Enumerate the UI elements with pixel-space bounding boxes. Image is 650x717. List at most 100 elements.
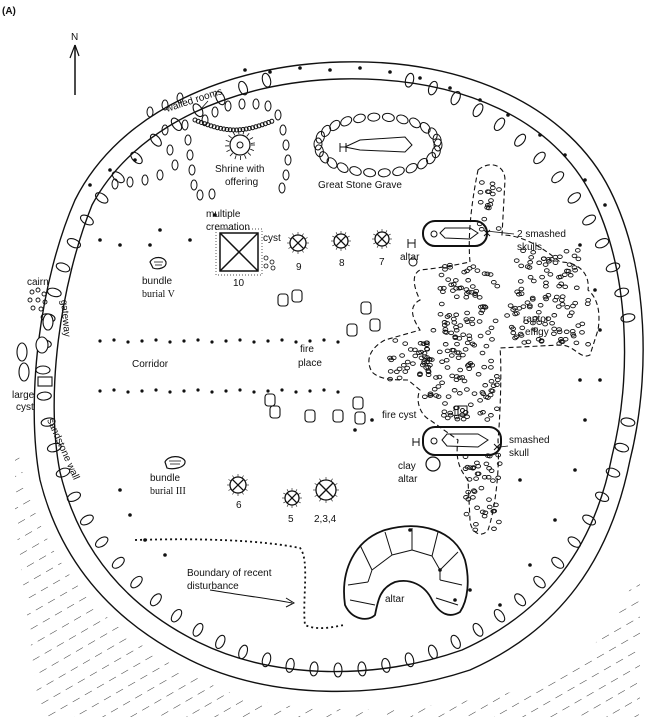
raptor-stone: [520, 248, 526, 254]
raptor-stone: [441, 409, 448, 414]
pit-cross: [376, 233, 388, 245]
raptor-stone: [468, 290, 475, 295]
raptor-stone: [450, 288, 456, 293]
raptor-stone: [452, 278, 459, 283]
raptor-stone: [462, 347, 469, 352]
pit-ray: [283, 492, 287, 495]
raptor-stone: [453, 405, 460, 411]
raptor-stone: [489, 185, 496, 191]
posthole: [294, 340, 298, 344]
raptor-effigy-label-line2: effigy: [525, 327, 549, 338]
raptor-stone: [426, 357, 432, 362]
raptor-stone: [450, 281, 457, 287]
posthole: [453, 598, 457, 602]
wall-stone: [472, 103, 484, 118]
posthole: [210, 340, 214, 344]
pit-ray: [346, 244, 350, 247]
wall-stone: [149, 133, 162, 147]
raptor-stone: [472, 293, 479, 298]
raptor-stone: [538, 339, 545, 344]
wall-stone: [94, 536, 109, 548]
fire-stone: [304, 409, 316, 423]
raptor-stone: [464, 340, 471, 346]
pit-ray: [232, 475, 235, 479]
posthole: [388, 70, 392, 74]
altar-cell-line: [359, 544, 373, 571]
pit-ray: [232, 491, 235, 495]
raptor-stone: [474, 505, 480, 511]
raptor-stone: [549, 320, 555, 326]
leader-lines: [199, 100, 515, 448]
shrine-ray: [246, 132, 250, 137]
raptor-stone: [493, 374, 500, 379]
raptor-stone: [484, 189, 491, 194]
pit-ray: [376, 244, 379, 248]
shrine-ray: [238, 130, 240, 135]
pit-ray: [332, 244, 336, 247]
raptor-stone: [390, 355, 397, 361]
wall-stone: [450, 634, 461, 650]
shrine-ray: [228, 135, 232, 139]
posthole: [448, 86, 452, 90]
posthole: [148, 243, 152, 247]
raptor-stone: [473, 521, 479, 527]
raptor-stone: [467, 465, 474, 470]
raptor-stone: [545, 316, 552, 321]
raptor-stone: [517, 279, 524, 284]
posthole: [182, 339, 186, 343]
posthole: [88, 183, 92, 187]
raptor-stone: [451, 388, 458, 393]
wall-stone: [493, 608, 506, 623]
pit-ray: [295, 489, 298, 493]
panel-label: (A): [2, 6, 16, 17]
smashed-skulls-burial: [422, 220, 491, 247]
wall-stone: [111, 556, 125, 569]
posthole: [308, 389, 312, 393]
raptor-stone: [530, 278, 537, 284]
wall-stone: [404, 652, 415, 668]
raptor-stone: [421, 359, 427, 364]
raptor-stone: [396, 375, 403, 381]
wall-stone: [620, 417, 636, 427]
pit-ray: [344, 232, 347, 236]
raptor-stone: [559, 302, 566, 307]
pit-ray: [346, 235, 350, 238]
bundle-burial-iii-label-line1: bundle: [150, 473, 180, 484]
great-stone-grave: [313, 112, 443, 178]
raptor-effigy: [368, 164, 600, 535]
raptor-stone: [516, 306, 523, 311]
raptor-stone: [399, 353, 405, 358]
raptor-stone: [536, 320, 543, 325]
wall-stone: [238, 644, 249, 660]
raptor-stone: [563, 329, 570, 335]
raptor-stone: [559, 297, 565, 303]
raptor-stone: [489, 181, 496, 187]
raptor-stone: [443, 357, 450, 363]
wall-stone: [605, 467, 621, 478]
pit-ray: [335, 232, 338, 236]
raptor-stone: [524, 264, 531, 269]
raptor-stone: [585, 297, 592, 303]
clay-altar-label-line2: altar: [398, 474, 418, 485]
raptor-stone: [542, 262, 549, 267]
posthole: [518, 478, 522, 482]
raptor-stone: [556, 283, 563, 289]
altar-cell-line: [435, 597, 459, 606]
pit-number-9: 9: [296, 262, 302, 273]
posthole: [268, 70, 272, 74]
posthole: [112, 388, 116, 392]
pit-ray: [304, 246, 308, 249]
smashed-skull-label-line1: smashed: [509, 435, 550, 446]
fire-place-label-line2: place: [298, 358, 322, 369]
north-arrow-icon: N: [69, 32, 80, 95]
raptor-stone: [456, 391, 463, 396]
raptor-stone: [464, 310, 470, 316]
fire-stone: [360, 301, 372, 315]
large-cyst-label-line2: cyst: [16, 402, 34, 413]
raptor-stone: [424, 346, 431, 352]
raptor-stone: [444, 415, 451, 421]
raptor-stone: [475, 372, 482, 377]
raptor-stone: [448, 282, 455, 288]
room-stone: [282, 169, 290, 181]
raptor-stone: [488, 365, 494, 370]
